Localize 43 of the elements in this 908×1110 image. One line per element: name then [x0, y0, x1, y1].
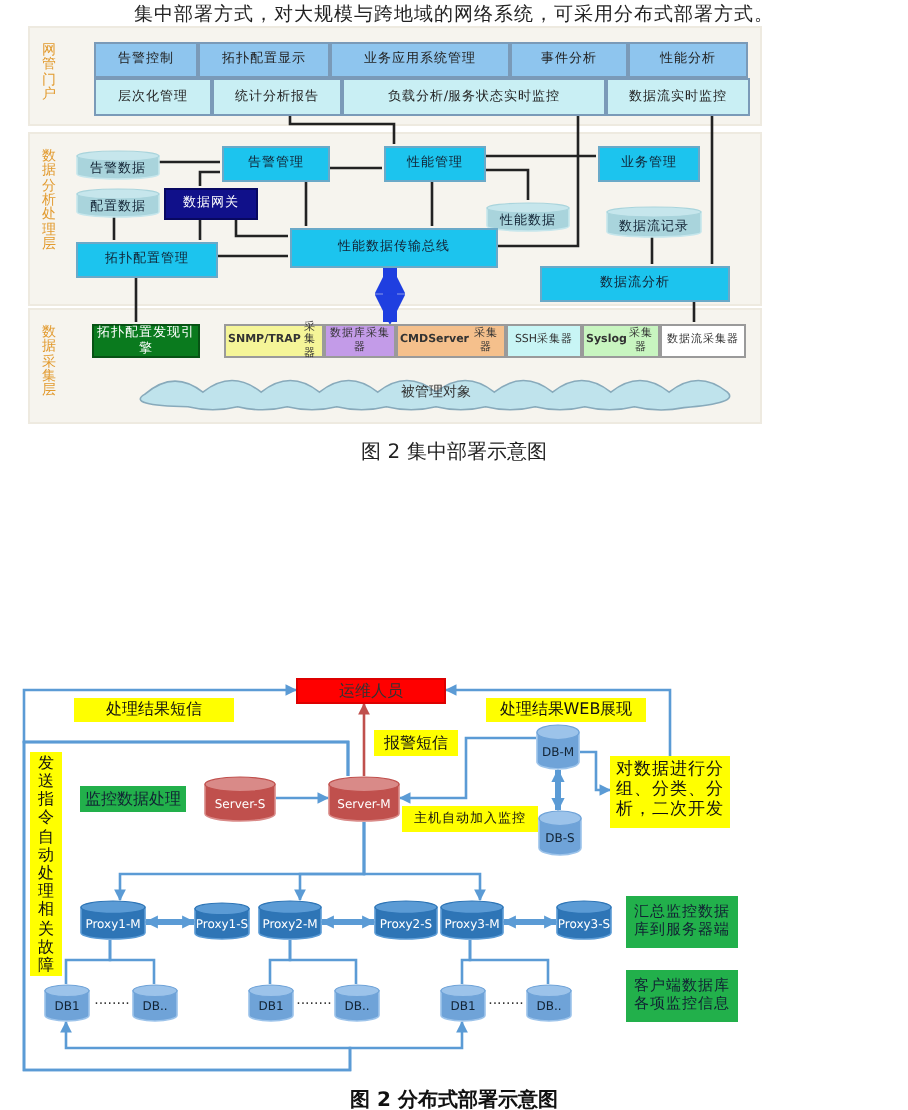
connector-line	[650, 236, 654, 264]
arrow	[502, 915, 558, 929]
connector-line	[710, 114, 714, 264]
connector-line	[328, 166, 382, 170]
intro-sentence: 集中部署方式，对大规模与跨地域的网络系统，可采用分布式部署方式。	[134, 2, 774, 28]
connector-line	[198, 170, 220, 186]
note-box: 对数据进行分组、分类、分析，二次开发	[610, 756, 730, 828]
arrow	[580, 750, 612, 796]
connector-line	[430, 180, 434, 226]
role-box: 运维人员	[296, 678, 446, 704]
layer-band	[28, 308, 762, 424]
arrow	[320, 915, 376, 929]
connector-line	[288, 114, 396, 144]
connector-line	[158, 160, 220, 164]
connector-line	[468, 940, 550, 984]
arrow	[358, 702, 370, 776]
connector-line	[108, 940, 156, 984]
connector-line	[198, 218, 202, 240]
arrow	[551, 768, 565, 812]
note-box: 监控数据处理	[80, 786, 186, 812]
arrow	[444, 684, 672, 756]
connector-line	[484, 168, 530, 200]
arrow	[144, 915, 196, 929]
arrow	[22, 740, 468, 1072]
arrow	[398, 736, 536, 804]
layer-band	[28, 132, 762, 306]
connector-line	[134, 276, 138, 322]
connector-line	[234, 218, 288, 238]
note-box: 处理结果短信	[74, 698, 234, 722]
note-box: 发送指令自动处理相关故障	[30, 752, 62, 976]
arrow	[276, 792, 330, 804]
figure-caption: 图 2 分布式部署示意图	[350, 1087, 558, 1110]
connector-line	[304, 180, 308, 226]
layer-band	[28, 26, 762, 126]
arrow	[362, 822, 486, 902]
connector-line	[288, 940, 358, 984]
figure-caption: 图 2 集中部署示意图	[361, 439, 547, 466]
connector-line	[216, 254, 288, 258]
note-box: 处理结果WEB展现	[486, 698, 646, 722]
connector-line	[484, 154, 596, 158]
connector-line	[496, 114, 580, 248]
connector-line	[112, 216, 116, 240]
note-box: 报警短信	[374, 730, 458, 756]
